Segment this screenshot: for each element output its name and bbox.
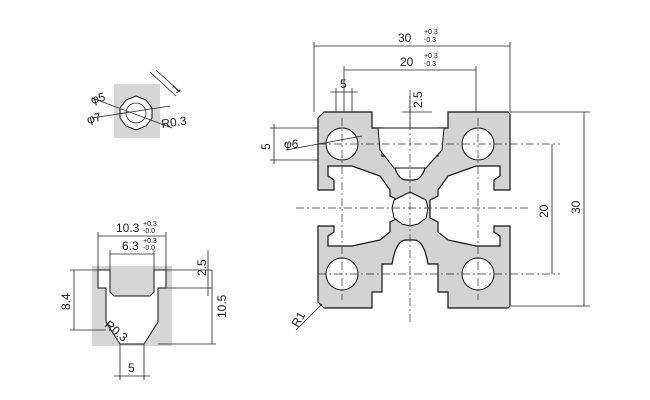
slot-width-label: 10.3 [116,221,140,235]
slot-detail: 10.3 +0.3 -0.0 6.3 +0.3 -0.0 2.5 10.5 8.… [59,221,229,380]
slot-pitch-tol-upper: +0.3 [424,53,438,60]
slot-depth-label: 2.5 [411,91,425,108]
slot-opening-tol-upper: +0.3 [143,238,157,245]
width-dim-label: 30 [398,31,412,45]
hole-dia-callout: φ6 [284,135,363,151]
slot-pitch-tol-lower: -0.3 [424,61,436,68]
slot-opening-detail-label: 6.3 [122,239,139,253]
slot-width-tol-lower: -0.0 [143,228,155,235]
main-profile [296,90,560,322]
slot-opening-tol-lower: -0.0 [143,245,155,252]
corner-radius-label: R1 [288,309,308,330]
width-tol-upper: +0.3 [424,29,438,36]
detail-leader-2 [91,105,171,119]
detail-radius-label: R0.3 [160,114,187,131]
slot-width-tol-upper: +0.3 [143,221,157,228]
slot-bottom-label: 5 [128,361,135,375]
detail-leader-4 [155,69,181,93]
detail-gap-label: 1 [169,81,183,96]
top-slot [377,127,445,169]
height-label: 30 [569,200,583,214]
slot-lip-label: 2.5 [195,259,209,276]
dim-slot-opening-5: 5 [330,77,358,112]
detail-leader-3 [149,71,177,97]
width-tol-lower: -0.3 [424,37,436,44]
dim-height-30: 30 [510,111,590,307]
dim-slot-pitch-20: 20 +0.3 -0.3 [343,53,477,112]
outer-dia-label: φ5 [89,90,107,107]
slot-depth-detail-label: 10.5 [215,294,229,318]
slot-opening-label: 5 [340,77,347,91]
dim-hole-offset-5: 5 [259,124,318,164]
slot-pitch-label: 20 [400,55,414,69]
corner-radius-callout: R1 [288,303,323,331]
detail-leader-1 [91,97,173,129]
slot-left-height-label: 8.4 [59,293,73,310]
inner-dia-label: φ7 [85,110,103,127]
hole-offset-label: 5 [259,143,273,150]
detail-bore [119,95,153,131]
dim-width-30: 30 +0.3 -0.3 [313,29,511,112]
dim-height-pitch-20: 20 [537,144,553,274]
height-pitch-label: 20 [537,204,551,218]
dim-slot-depth-2-5: 2.5 [402,91,432,128]
hole-dia-label: φ6 [284,137,299,151]
center-bore-detail: φ5 φ7 R0.3 1 [85,69,188,138]
